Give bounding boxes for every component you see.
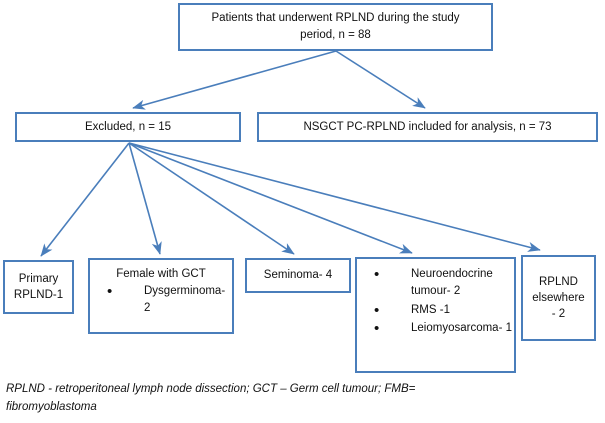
node-rplnd-elsewhere-line3: - 2	[551, 308, 566, 321]
node-female-with-gct: Female with GCT Dysgerminoma- 2	[88, 258, 234, 334]
arrow-excluded-to-other	[128, 142, 413, 254]
arrow-excluded-to-female	[128, 142, 162, 255]
figure-footnote: RPLND - retroperitoneal lymph node disse…	[6, 381, 566, 417]
list-item: Neuroendocrine tumour- 2	[357, 265, 514, 301]
node-rplnd-elsewhere-line2: elsewhere	[532, 291, 585, 304]
node-seminoma: Seminoma- 4	[245, 258, 351, 293]
node-seminoma-label: Seminoma- 4	[263, 269, 333, 282]
arrow-excluded-to-elsewhere	[128, 142, 541, 252]
node-total-patients-line1: Patients that underwent RPLND during the…	[211, 12, 460, 25]
node-primary-rplnd-line1: Primary	[18, 272, 59, 285]
node-female-with-gct-title: Female with GCT	[116, 268, 206, 280]
figure-footnote-line1: RPLND - retroperitoneal lymph node disse…	[6, 383, 416, 395]
figure-footnote-line2: fibromyoblastoma	[6, 400, 97, 413]
node-included-for-analysis-label: NSGCT PC-RPLND included for analysis, n …	[303, 120, 552, 133]
node-primary-rplnd: Primary RPLND-1	[3, 260, 74, 314]
node-total-patients: Patients that underwent RPLND during the…	[178, 3, 493, 51]
node-other-histologies: Neuroendocrine tumour- 2 RMS -1 Leiomyos…	[355, 257, 516, 373]
node-rplnd-elsewhere: RPLND elsewhere - 2	[521, 255, 596, 341]
node-rplnd-elsewhere-line1: RPLND	[539, 275, 578, 288]
list-item: RMS -1	[357, 300, 514, 321]
node-excluded-label: Excluded, n = 15	[85, 120, 171, 133]
node-excluded: Excluded, n = 15	[15, 112, 241, 142]
arrow-top-to-excluded	[132, 50, 337, 110]
node-female-with-gct-list: Dysgerminoma- 2	[90, 282, 232, 319]
arrow-excluded-to-primary	[40, 142, 130, 257]
node-other-histologies-list: Neuroendocrine tumour- 2 RMS -1 Leiomyos…	[357, 265, 514, 340]
list-item: Dysgerminoma- 2	[90, 282, 232, 318]
arrow-top-to-included	[335, 50, 426, 109]
node-total-patients-line2: period, n = 88	[300, 29, 371, 41]
node-primary-rplnd-line2: RPLND-1	[13, 289, 64, 301]
arrow-excluded-to-seminoma	[128, 142, 295, 255]
list-item: Leiomyosarcoma- 1	[357, 319, 514, 340]
node-included-for-analysis: NSGCT PC-RPLND included for analysis, n …	[257, 112, 598, 142]
